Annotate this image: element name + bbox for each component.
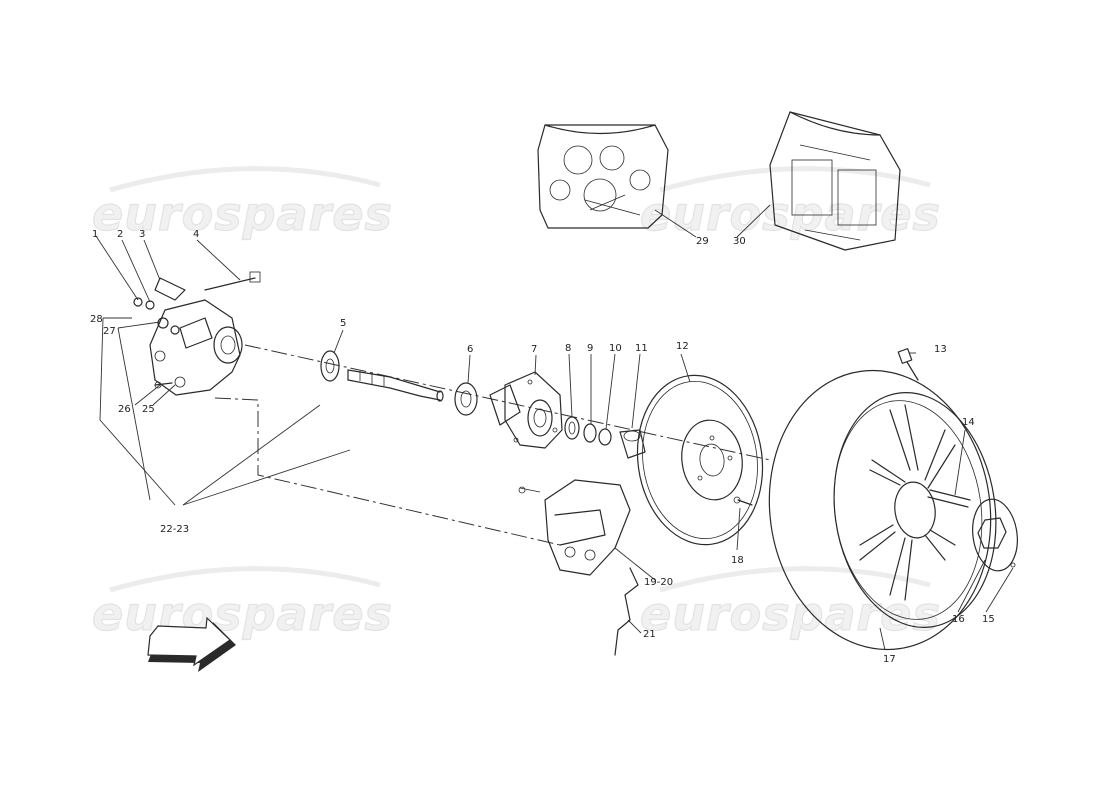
callout-15: 15: [982, 614, 995, 625]
callout-18: 18: [731, 555, 744, 566]
hub-carrier: [149, 277, 243, 396]
fasteners: [133, 271, 261, 389]
disc-screw: [733, 496, 753, 506]
callout-1: 1: [92, 229, 98, 240]
svg-text:eurospares: eurospares: [92, 187, 393, 241]
callout-labels: 1 2 3 4 28 27 26 25 22-23 5 6 7 8 9 10 1…: [90, 229, 995, 665]
bearing-rings: [564, 416, 646, 459]
callout-9: 9: [587, 343, 593, 354]
callout-10: 10: [609, 343, 622, 354]
callout-16: 16: [952, 614, 965, 625]
callout-25: 25: [142, 404, 155, 415]
callout-30: 30: [733, 236, 746, 247]
watermark-top-right: eurospares: [639, 166, 941, 242]
callout-4: 4: [193, 229, 199, 240]
svg-text:eurospares: eurospares: [92, 587, 393, 641]
callout-21: 21: [643, 629, 656, 640]
wheel-stud: [927, 489, 971, 508]
callout-22-23: 22-23: [160, 524, 189, 535]
callout-29: 29: [696, 236, 709, 247]
brake-pad-kit-bag: [769, 111, 901, 251]
watermark-top-left: eurospares: [91, 166, 393, 242]
axis-line-lower: [214, 397, 561, 546]
callout-2: 2: [117, 229, 123, 240]
axis-line-upper: [244, 344, 771, 461]
leader-lines: [95, 204, 1014, 651]
callout-3: 3: [139, 229, 145, 240]
callout-27: 27: [103, 326, 116, 337]
stub-axle: [320, 350, 444, 402]
seal-kit-bag: [537, 124, 669, 229]
watermark-bottom-left: eurospares: [91, 566, 393, 642]
brake-disc: [636, 374, 764, 546]
wheel-hub: [489, 371, 563, 449]
callout-12: 12: [676, 341, 689, 352]
callout-17: 17: [883, 654, 896, 665]
pad-spring: [614, 567, 639, 656]
callout-26: 26: [118, 404, 131, 415]
front-direction-arrow: [147, 616, 236, 672]
callout-13: 13: [934, 344, 947, 355]
svg-text:eurospares: eurospares: [640, 187, 941, 241]
callout-6: 6: [467, 344, 473, 355]
callout-28: 28: [90, 314, 103, 325]
brake-caliper: [518, 479, 631, 576]
callout-14: 14: [962, 417, 975, 428]
tyre-valve: [897, 348, 919, 381]
svg-text:eurospares: eurospares: [640, 587, 941, 641]
callout-11: 11: [635, 343, 648, 354]
callout-8: 8: [565, 343, 571, 354]
hub-cap: [972, 498, 1018, 572]
callout-7: 7: [531, 344, 537, 355]
watermark-bottom-right: eurospares: [639, 566, 941, 642]
wheel-bearing: [454, 382, 478, 416]
callout-5: 5: [340, 318, 346, 329]
callout-19-20: 19-20: [644, 577, 673, 588]
